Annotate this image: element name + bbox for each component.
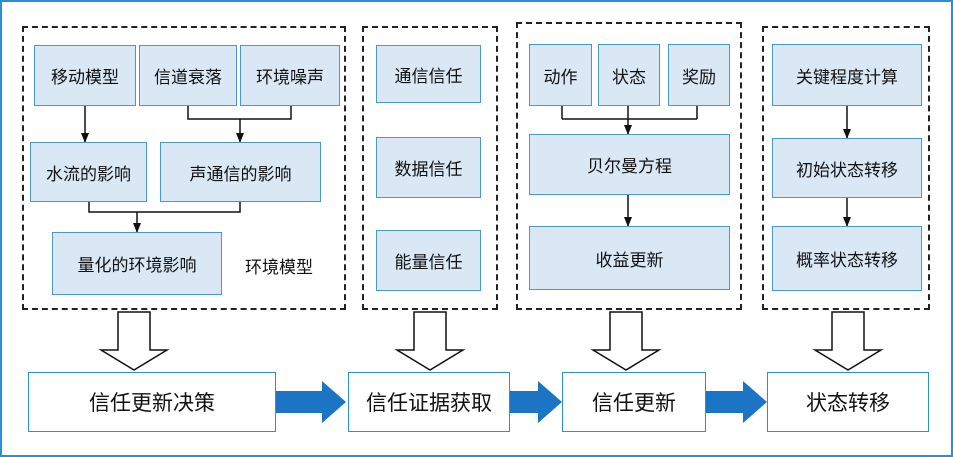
reward-update-box: 收益更新 xyxy=(529,226,730,290)
current-effect-box: 水流的影响 xyxy=(30,142,147,202)
action-box: 动作 xyxy=(529,44,592,106)
environment-model-label: 环境模型 xyxy=(245,258,313,278)
trust-evidence-group xyxy=(362,26,498,310)
hollow-arrow-env xyxy=(98,311,170,371)
state-transition-box: 状态转移 xyxy=(767,372,929,432)
quantified-effect-box: 量化的环境影响 xyxy=(52,232,222,295)
state-transition-group xyxy=(762,26,930,310)
hollow-arrow-trust xyxy=(394,311,466,371)
communication-trust-box: 通信信任 xyxy=(376,45,481,103)
state-box: 状态 xyxy=(598,44,660,106)
ambient-noise-box: 环境噪声 xyxy=(240,45,340,106)
hollow-arrow-transition xyxy=(812,311,884,371)
trust-evidence-acquisition-box: 信任证据获取 xyxy=(348,372,510,432)
bellman-group xyxy=(516,22,742,310)
pipeline-arrow-2 xyxy=(510,381,562,423)
reward-box: 奖励 xyxy=(668,44,730,106)
environment-model-group xyxy=(22,26,346,310)
mobility-model-box: 移动模型 xyxy=(34,45,136,106)
hollow-arrow-bellman xyxy=(590,311,662,371)
channel-fading-box: 信道衰落 xyxy=(139,45,237,106)
energy-trust-box: 能量信任 xyxy=(376,230,481,291)
join-current-acoustic xyxy=(88,202,241,213)
join-fading-noise xyxy=(187,106,292,120)
pipeline-arrow-1 xyxy=(276,381,346,423)
data-trust-box: 数据信任 xyxy=(376,137,481,198)
criticality-calc-box: 关键程度计算 xyxy=(772,44,922,106)
probabilistic-transition-box: 概率状态转移 xyxy=(772,226,922,291)
pipeline-arrow-3 xyxy=(706,381,767,423)
bellman-equation-box: 贝尔曼方程 xyxy=(529,134,730,195)
trust-update-decision-box: 信任更新决策 xyxy=(28,372,276,432)
acoustic-effect-box: 声通信的影响 xyxy=(160,142,321,202)
trust-update-box: 信任更新 xyxy=(562,372,706,432)
initial-transition-box: 初始状态转移 xyxy=(772,138,922,198)
